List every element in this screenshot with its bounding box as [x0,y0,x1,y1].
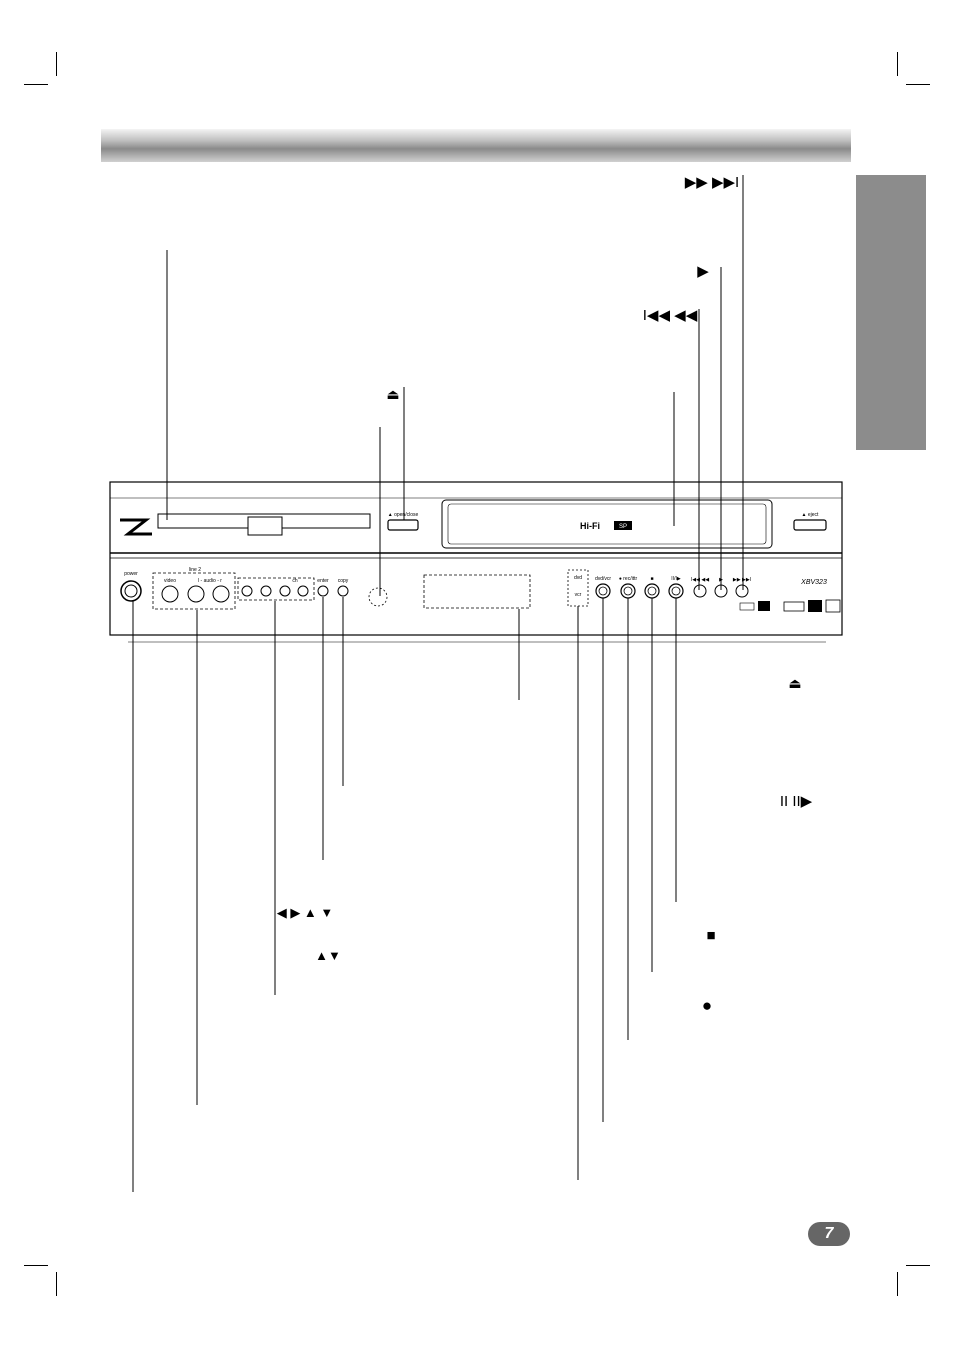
ch-symbol: ▲▼ [315,948,341,963]
hifi-badge-text: SP [619,524,627,530]
vcr-eject-button [793,519,827,531]
vcr-indicator-label: vcr [575,592,582,598]
left-arrow-button [241,585,253,597]
side-section-tab [856,175,926,450]
logo-mark [739,602,755,611]
dvd-indicator-label: dvd [574,575,582,581]
rec-symbol: ● [702,996,712,1015]
crop-mark [897,1272,898,1296]
dvd-vcr-button [595,583,611,599]
ch-label: ch [292,578,298,584]
open-close-button [387,519,419,531]
rewind-skip-symbol: I◀◀ ◀◀ [643,307,698,324]
vcr-eject-symbol: ⏏ [788,675,801,691]
arrows-symbol: ◀ ▶ ▲ ▼ [277,905,334,920]
logo-mark [825,599,841,613]
audio-r-jack [212,585,230,603]
vcr-slot [441,499,773,549]
rec-button [620,583,636,599]
section-header-bar [101,129,851,162]
hifi-label: Hi-Fi [580,521,600,531]
crop-mark [24,1265,48,1266]
enter-button [317,585,329,597]
crop-mark [897,52,898,76]
play-symbol: ▶ [697,263,709,280]
arrow-buttons-box [237,577,315,601]
rec-label: ● rec/ittr [619,576,638,582]
callout-lines [132,175,744,1192]
stop-symbol: ■ [706,927,715,944]
ffwd-skip-symbol: ▶▶ ▶▶I [685,174,739,191]
ffwd-button [735,584,749,598]
remote-sensor [368,587,388,607]
enter-label: enter [317,578,329,584]
crop-mark [56,1272,57,1296]
pause-step-symbol: II II▶ [780,793,813,810]
up-arrow-button [297,585,309,597]
audio-label: l - audio - r [198,578,222,584]
pause-label: II/I▶ [671,576,681,582]
display-window [423,574,531,609]
audio-l-jack [187,585,205,603]
eject-symbol: ⏏ [386,386,399,402]
open-close-label: ▲ open/close [388,512,419,518]
crop-mark [24,84,48,85]
stop-label: ■ [650,576,653,582]
crop-mark [906,1265,930,1266]
stop-button [644,583,660,599]
logo-mark [758,601,770,611]
rewind-button [693,584,707,598]
video-label: video [164,578,176,584]
hifi-badge [614,521,632,530]
model-label: XBV323 [800,579,827,586]
crop-mark [56,52,57,76]
pause-button [668,583,684,599]
power-button [120,580,142,602]
device-body [109,481,843,636]
down-arrow-button [279,585,291,597]
copy-button [337,585,349,597]
right-arrow-button [260,585,272,597]
video-jack [161,585,179,603]
logo-mark [808,600,822,612]
ffwd-label: ▶▶ ▶▶I [733,577,751,583]
brand-logo [120,518,152,536]
dvd-tray-window [247,516,283,536]
rewind-label: I◀◀ ◀◀ [691,577,709,583]
copy-label: copy [338,578,349,584]
crop-mark [906,84,930,85]
line2-label: line 2 [189,567,201,573]
power-label: power [124,571,138,577]
line2-box [152,572,236,610]
dvd-vcr-label: dvd/vcr [595,576,611,582]
eject-label: ▲ eject [802,512,820,518]
page-number-badge: 7 [808,1222,850,1246]
logo-mark [783,601,805,612]
